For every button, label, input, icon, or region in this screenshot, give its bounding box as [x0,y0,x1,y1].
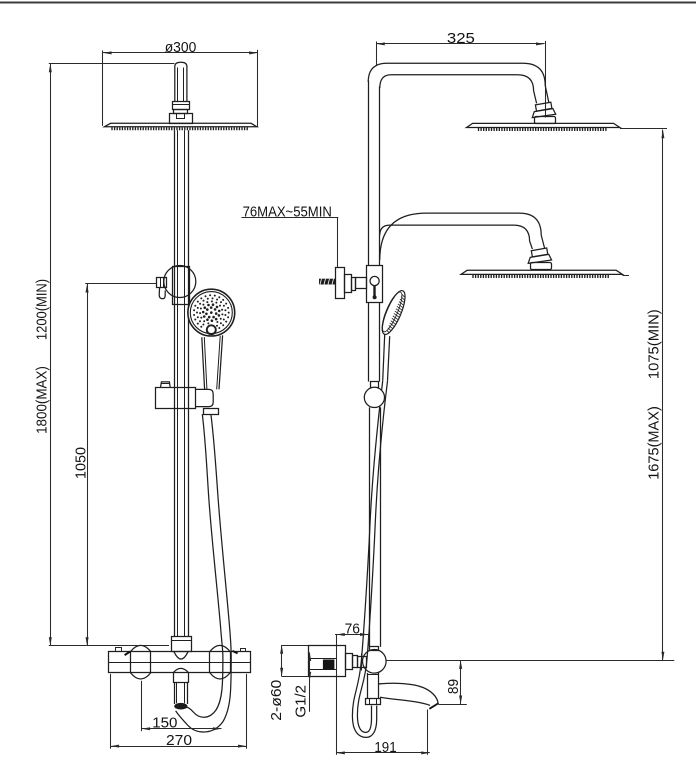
svg-text:1200(MIN): 1200(MIN) [33,279,50,340]
svg-text:G1/2: G1/2 [292,685,309,718]
svg-text:270: 270 [166,732,192,749]
svg-text:1675(MAX): 1675(MAX) [646,406,663,480]
svg-text:1800(MAX): 1800(MAX) [33,366,50,434]
svg-text:76MAX~55MIN: 76MAX~55MIN [243,204,332,221]
svg-text:76: 76 [345,620,360,637]
svg-text:2-ø60: 2-ø60 [268,680,285,721]
svg-text:89: 89 [445,679,462,694]
svg-text:ø300: ø300 [165,39,197,56]
svg-text:191: 191 [374,739,396,756]
svg-text:1075(MIN): 1075(MIN) [646,309,663,379]
svg-text:1050: 1050 [73,447,90,479]
svg-text:325: 325 [447,30,475,47]
svg-text:150: 150 [152,714,177,731]
